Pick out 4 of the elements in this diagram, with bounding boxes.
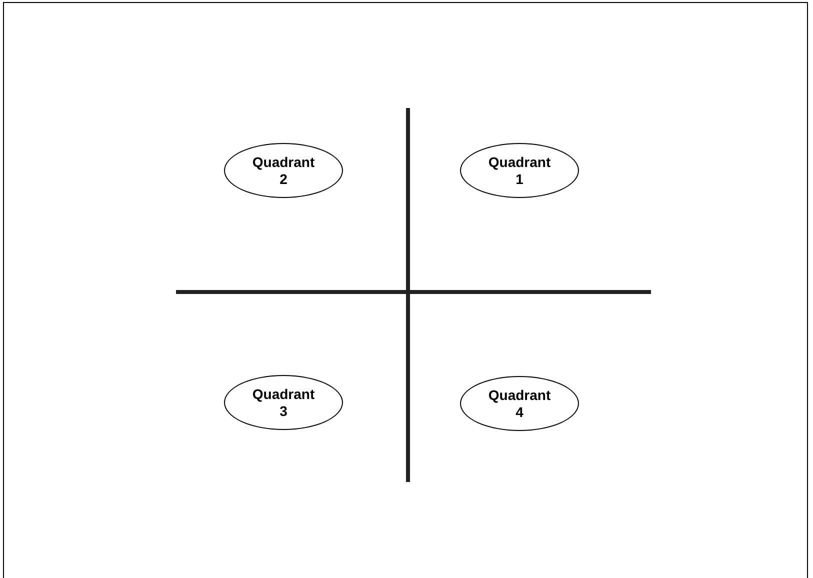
quadrant-label: Quadrant 1 [488, 154, 552, 188]
quadrant-label: Quadrant 2 [252, 154, 316, 188]
quadrant-label: Quadrant 3 [252, 386, 316, 420]
quadrant-label: Quadrant 4 [488, 386, 552, 420]
